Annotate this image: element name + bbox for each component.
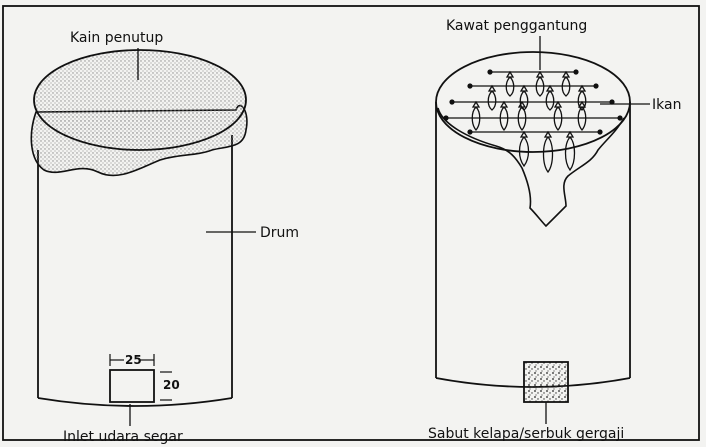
fuel-box <box>523 361 569 403</box>
label-fuel: Sabut kelapa/serbuk gergaji <box>428 426 624 442</box>
dimension-inlet-width <box>109 354 155 366</box>
drum-cutaway-interior <box>437 107 625 228</box>
label-hanging-wire: Kawat penggantung <box>446 18 587 34</box>
hanging-wires <box>443 69 623 135</box>
dim-20: 20 <box>163 378 180 392</box>
dimension-inlet-height <box>160 371 172 401</box>
label-drum: Drum <box>260 225 299 241</box>
fish-group <box>471 70 587 174</box>
figure-frame <box>2 5 700 441</box>
label-air-inlet: Inlet udara segar <box>63 429 183 445</box>
left-drum <box>37 135 233 407</box>
cloth-cover-top <box>33 49 247 151</box>
air-inlet-opening <box>109 369 155 403</box>
dim-25: 25 <box>125 353 142 367</box>
label-fish: Ikan <box>652 97 681 113</box>
label-cloth-cover: Kain penutup <box>70 30 163 46</box>
